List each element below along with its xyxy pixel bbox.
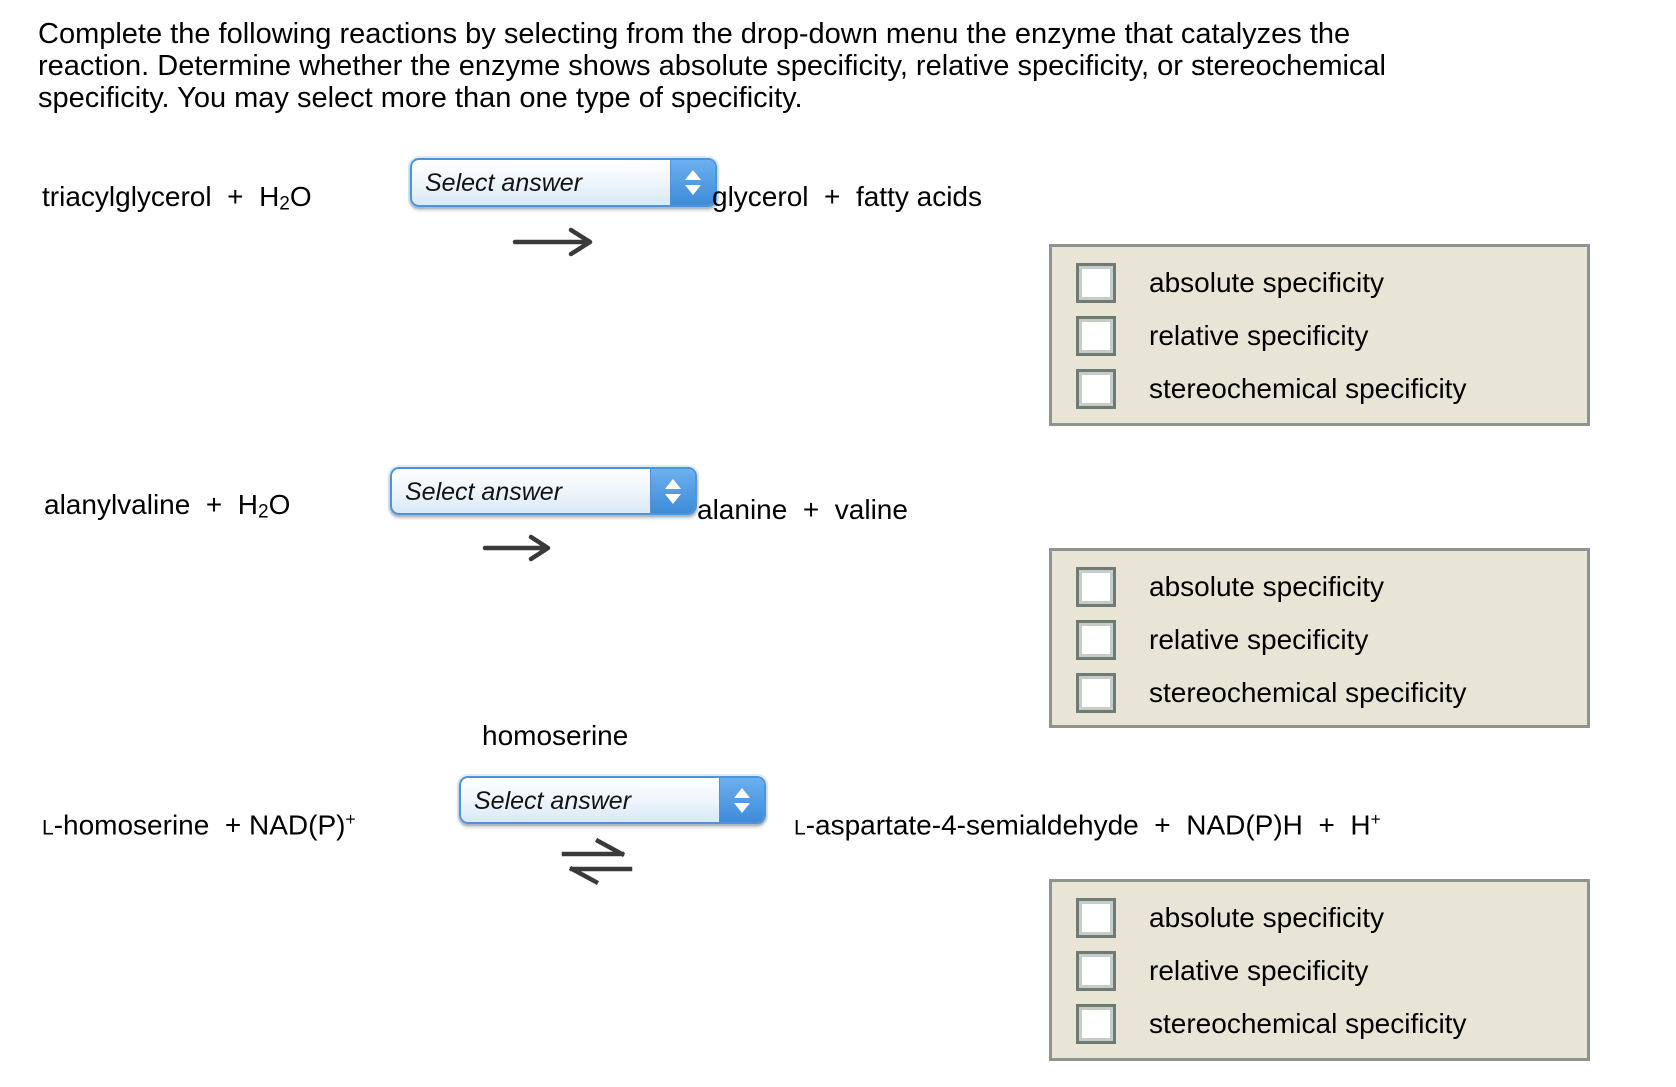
specificity-panel-reaction2: absolute specificity relative specificit… (1049, 548, 1590, 728)
reaction2-products: alanine + valine (697, 494, 908, 525)
reaction3-products: L-aspartate-4-semialdehyde + NAD(P)H + H… (794, 809, 1381, 841)
reaction1-products: glycerol + fatty acids (712, 181, 983, 212)
dropdown-value: Select answer (405, 478, 563, 506)
checkbox-stereochemical-specificity[interactable] (1079, 371, 1113, 406)
option-row: relative specificity (1052, 309, 1587, 362)
spinner-down-icon (665, 493, 681, 504)
checkbox-absolute-specificity[interactable] (1079, 569, 1113, 604)
option-row: relative specificity (1052, 944, 1587, 997)
forward-arrow-icon (512, 227, 593, 257)
dropdown-value: Select answer (474, 787, 632, 815)
specificity-panel-reaction1: absolute specificity relative specificit… (1049, 244, 1590, 426)
checkbox-relative-specificity[interactable] (1079, 953, 1113, 988)
spinner-down-icon (685, 185, 701, 195)
option-row: relative specificity (1052, 613, 1587, 666)
checkbox-relative-specificity[interactable] (1079, 318, 1113, 353)
reaction1-reactants: triacylglycerol + H2O (42, 181, 312, 215)
checkbox-stereochemical-specificity[interactable] (1079, 675, 1113, 710)
question-instructions: Complete the following reactions by sele… (38, 18, 1387, 114)
specificity-panel-reaction3: absolute specificity relative specificit… (1049, 879, 1590, 1061)
spinner-down-icon (734, 802, 750, 813)
option-label: stereochemical specificity (1149, 372, 1467, 404)
option-label: absolute specificity (1149, 901, 1385, 933)
option-row: stereochemical specificity (1052, 362, 1587, 415)
option-row: absolute specificity (1052, 560, 1587, 613)
option-label: stereochemical specificity (1149, 676, 1467, 708)
checkbox-stereochemical-specificity[interactable] (1079, 1006, 1113, 1041)
reaction3-substrate-label: homoserine (482, 720, 629, 751)
checkbox-relative-specificity[interactable] (1079, 622, 1113, 657)
spinner-up-icon (665, 478, 681, 489)
dropdown-spinner[interactable] (650, 469, 695, 513)
spinner-up-icon (734, 787, 750, 798)
option-row: stereochemical specificity (1052, 997, 1587, 1050)
option-row: stereochemical specificity (1052, 666, 1587, 719)
option-label: relative specificity (1149, 954, 1369, 986)
dropdown-spinner[interactable] (670, 160, 715, 205)
enzyme-dropdown-reaction3[interactable]: Select answer (459, 776, 766, 824)
option-label: absolute specificity (1149, 266, 1385, 298)
checkbox-absolute-specificity[interactable] (1079, 265, 1113, 300)
dropdown-value: Select answer (425, 169, 583, 197)
option-label: absolute specificity (1149, 570, 1385, 602)
option-label: stereochemical specificity (1149, 1007, 1467, 1039)
option-row: absolute specificity (1052, 256, 1587, 309)
equilibrium-arrow-icon (561, 838, 633, 886)
option-row: absolute specificity (1052, 891, 1587, 944)
option-label: relative specificity (1149, 319, 1369, 351)
reaction3-reactants: L-homoserine + NAD(P)+ (42, 809, 356, 841)
forward-arrow-icon (482, 534, 551, 562)
checkbox-absolute-specificity[interactable] (1079, 900, 1113, 935)
dropdown-spinner[interactable] (719, 778, 764, 822)
spinner-up-icon (685, 170, 701, 180)
enzyme-dropdown-reaction2[interactable]: Select answer (390, 467, 697, 515)
enzyme-dropdown-reaction1[interactable]: Select answer (410, 158, 717, 207)
reaction2-reactants: alanylvaline + H2O (44, 489, 291, 523)
option-label: relative specificity (1149, 623, 1369, 655)
